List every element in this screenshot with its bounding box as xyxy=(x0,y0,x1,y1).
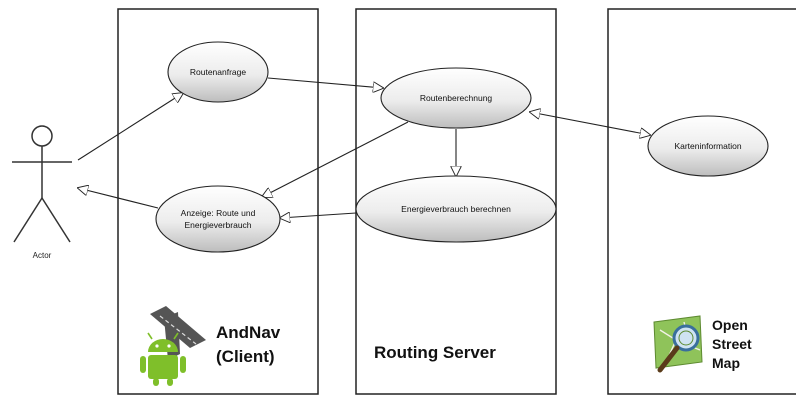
osm-title-line2: Street xyxy=(712,336,752,352)
usecase-anzeige: Anzeige: Route und Energieverbrauch xyxy=(155,185,281,253)
usecase-energieverbrauch-label: Energieverbrauch berechnen xyxy=(401,204,511,214)
andnav-title-line1: AndNav xyxy=(216,323,281,342)
usecase-energieverbrauch: Energieverbrauch berechnen xyxy=(355,175,557,243)
usecase-karteninformation-label: Karteninformation xyxy=(674,141,741,151)
arrow-routenberechnung-karteninformation xyxy=(530,112,650,135)
osm-logo xyxy=(653,315,703,373)
osm-title-line3: Map xyxy=(712,355,740,371)
arrow-energieverbrauch-to-anzeige xyxy=(280,213,357,218)
osm-boundary xyxy=(607,8,796,395)
actor-figure xyxy=(12,125,72,243)
usecase-anzeige-label-line2: Energieverbrauch xyxy=(184,220,251,230)
arrow-routenanfrage-to-routenberechnung xyxy=(267,77,383,88)
usecase-karteninformation: Karteninformation xyxy=(647,115,769,177)
usecase-routenanfrage-label: Routenanfrage xyxy=(190,67,247,77)
usecase-routenanfrage: Routenanfrage xyxy=(167,41,269,103)
arrow-actor-to-routenanfrage xyxy=(77,93,183,161)
connectors xyxy=(77,77,650,218)
usecase-routenberechnung: Routenberechnung xyxy=(380,67,532,129)
server-boundary xyxy=(355,8,557,395)
actor-label: Actor xyxy=(33,251,52,260)
arrow-anzeige-to-actor xyxy=(78,188,159,209)
usecase-routenberechnung-label: Routenberechnung xyxy=(420,93,493,103)
usecase-anzeige-label-line1: Anzeige: Route und xyxy=(181,208,256,218)
client-boundary xyxy=(117,8,319,395)
andnav-logo xyxy=(140,306,206,386)
routing-server-title: Routing Server xyxy=(374,343,496,362)
osm-title-line1: Open xyxy=(712,317,748,333)
arrow-routenberechnung-to-anzeige xyxy=(262,121,409,197)
andnav-title-line2: (Client) xyxy=(216,347,275,366)
